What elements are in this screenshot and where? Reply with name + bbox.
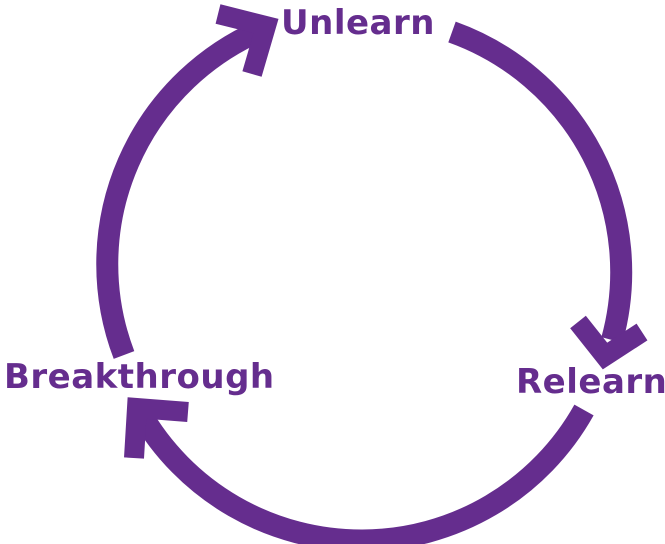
stage-label-breakthrough: Breakthrough (4, 357, 275, 397)
stage-label-unlearn: Unlearn (281, 3, 435, 43)
arrowhead-breakthrough-icon (124, 397, 189, 459)
arrowhead-relearn-icon (570, 315, 648, 370)
arc-unlearn-to-relearn (448, 21, 633, 343)
arc-relearn-to-breakthrough (130, 404, 594, 544)
stage-label-relearn: Relearn (516, 362, 665, 402)
arc-breakthrough-to-unlearn (96, 17, 271, 359)
arrowhead-unlearn-icon (215, 4, 279, 77)
